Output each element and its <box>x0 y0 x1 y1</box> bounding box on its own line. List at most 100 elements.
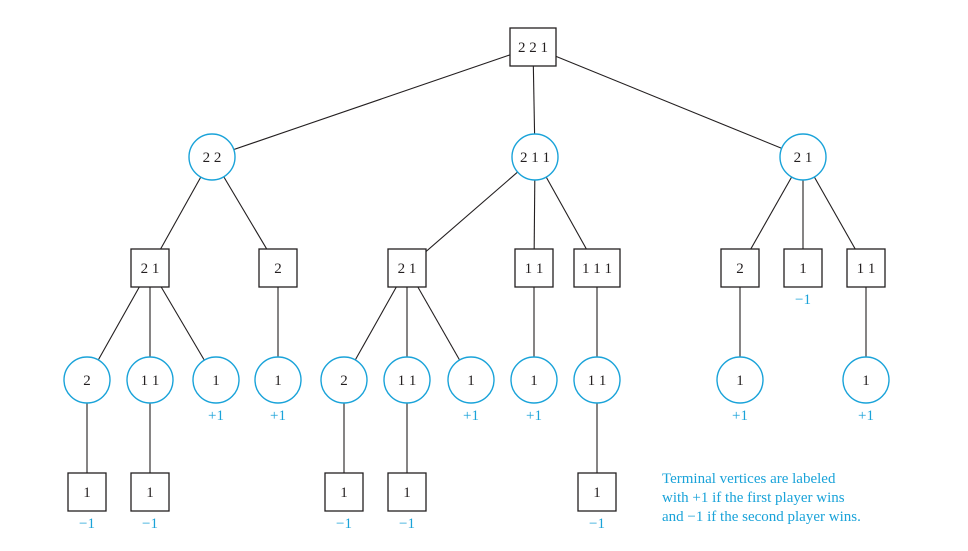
box-vertex-shape <box>324 472 364 512</box>
vertex-label: 1 1 <box>857 261 876 277</box>
vertex-label: 1 1 <box>141 373 160 389</box>
circle-vertex-shape <box>254 356 302 404</box>
circle-vertex-shape <box>573 356 621 404</box>
vertex-label: 1 <box>530 373 538 389</box>
vertex-c8: 1 +1 <box>510 356 558 424</box>
terminal-value: +1 <box>463 408 479 424</box>
note-line-3: and −1 if the second player wins. <box>662 509 861 525</box>
vertex-label: 1 <box>274 373 282 389</box>
vertex-label: 1 1 <box>398 373 417 389</box>
box-vertex-shape <box>783 248 823 288</box>
terminal-value: −1 <box>589 516 605 532</box>
vertex-n0: 2 2 1 <box>509 27 557 67</box>
vertex-b6: 2 <box>720 248 760 288</box>
circle-vertex-shape <box>126 356 174 404</box>
box-vertex-shape <box>720 248 760 288</box>
vertex-label: 1 <box>593 485 601 501</box>
terminal-value: −1 <box>399 516 415 532</box>
vertex-b7: 1 −1 <box>783 248 823 308</box>
circle-vertex-shape <box>510 356 558 404</box>
vertex-b3: 2 1 <box>387 248 427 288</box>
vertex-label: 1 1 <box>525 261 544 277</box>
box-vertex-shape <box>387 472 427 512</box>
vertex-a2: 2 1 1 <box>511 133 559 181</box>
vertex-label: 1 <box>83 485 91 501</box>
terminal-value: +1 <box>526 408 542 424</box>
circle-vertex-shape <box>447 356 495 404</box>
terminal-value: +1 <box>270 408 286 424</box>
vertex-label: 2 1 <box>398 261 417 277</box>
vertex-c3: 1 +1 <box>192 356 240 424</box>
terminal-vertices-note: Terminal vertices are labeled with +1 if… <box>662 470 962 527</box>
edge-a2-b3 <box>406 156 536 269</box>
circle-vertex-shape <box>779 133 827 181</box>
vertex-c10: 1 +1 <box>716 356 764 424</box>
vertex-d1: 1 −1 <box>67 472 107 532</box>
vertex-label: 2 <box>736 261 744 277</box>
vertex-b1: 2 1 <box>130 248 170 288</box>
terminal-value: +1 <box>208 408 224 424</box>
box-vertex-shape <box>514 248 554 288</box>
box-vertex-shape <box>577 472 617 512</box>
vertex-label: 2 2 1 <box>518 40 548 56</box>
vertex-c9: 1 1 <box>573 356 621 404</box>
vertex-c5: 2 <box>320 356 368 404</box>
terminal-value: −1 <box>336 516 352 532</box>
terminal-value: −1 <box>79 516 95 532</box>
vertex-label: 2 1 <box>794 150 813 166</box>
vertex-b2: 2 <box>258 248 298 288</box>
vertex-d4: 1 −1 <box>387 472 427 532</box>
vertex-label: 1 <box>212 373 220 389</box>
box-vertex-shape <box>67 472 107 512</box>
circle-vertex-shape <box>63 356 111 404</box>
vertex-label: 2 1 <box>141 261 160 277</box>
box-vertex-shape <box>573 248 621 288</box>
vertex-a3: 2 1 <box>779 133 827 181</box>
terminal-value: −1 <box>142 516 158 532</box>
box-vertex-shape <box>130 472 170 512</box>
vertex-label: 2 <box>83 373 91 389</box>
vertex-c2: 1 1 <box>126 356 174 404</box>
vertex-label: 1 <box>467 373 475 389</box>
circle-vertex-shape <box>188 133 236 181</box>
terminal-value: +1 <box>858 408 874 424</box>
vertex-label: 1 1 1 <box>582 261 612 277</box>
terminal-value: −1 <box>795 292 811 308</box>
circle-vertex-shape <box>192 356 240 404</box>
vertex-c11: 1 +1 <box>842 356 890 424</box>
circle-vertex-shape <box>320 356 368 404</box>
vertex-b4: 1 1 <box>514 248 554 288</box>
box-vertex-shape <box>130 248 170 288</box>
vertex-c1: 2 <box>63 356 111 404</box>
vertex-c6: 1 1 <box>383 356 431 404</box>
circle-vertex-shape <box>383 356 431 404</box>
vertex-a1: 2 2 <box>188 133 236 181</box>
vertex-label: 1 <box>403 485 411 501</box>
box-vertex-shape <box>846 248 886 288</box>
vertex-label: 1 <box>736 373 744 389</box>
vertex-label: 2 1 1 <box>520 150 550 166</box>
vertex-label: 2 <box>274 261 282 277</box>
vertex-label: 1 <box>862 373 870 389</box>
vertex-c7: 1 +1 <box>447 356 495 424</box>
circle-vertex-shape <box>716 356 764 404</box>
circle-vertex-shape <box>511 133 559 181</box>
vertex-label: 1 1 <box>588 373 607 389</box>
note-line-2: with +1 if the first player wins <box>662 490 845 506</box>
vertex-d3: 1−1 <box>324 472 364 532</box>
vertex-label: 1 <box>799 261 807 277</box>
vertex-c4: 1 +1 <box>254 356 302 424</box>
circle-vertex-shape <box>842 356 890 404</box>
vertex-label: 1 <box>146 485 154 501</box>
box-vertex-shape <box>509 27 557 67</box>
note-line-1: Terminal vertices are labeled <box>662 471 836 487</box>
edge-n0-a1 <box>211 46 534 158</box>
vertex-label: 2 2 <box>203 150 222 166</box>
vertex-b5: 1 1 1 <box>573 248 621 288</box>
box-vertex-shape <box>387 248 427 288</box>
vertex-d2: 1 −1 <box>130 472 170 532</box>
terminal-value: +1 <box>732 408 748 424</box>
vertex-b8: 1 1 <box>846 248 886 288</box>
